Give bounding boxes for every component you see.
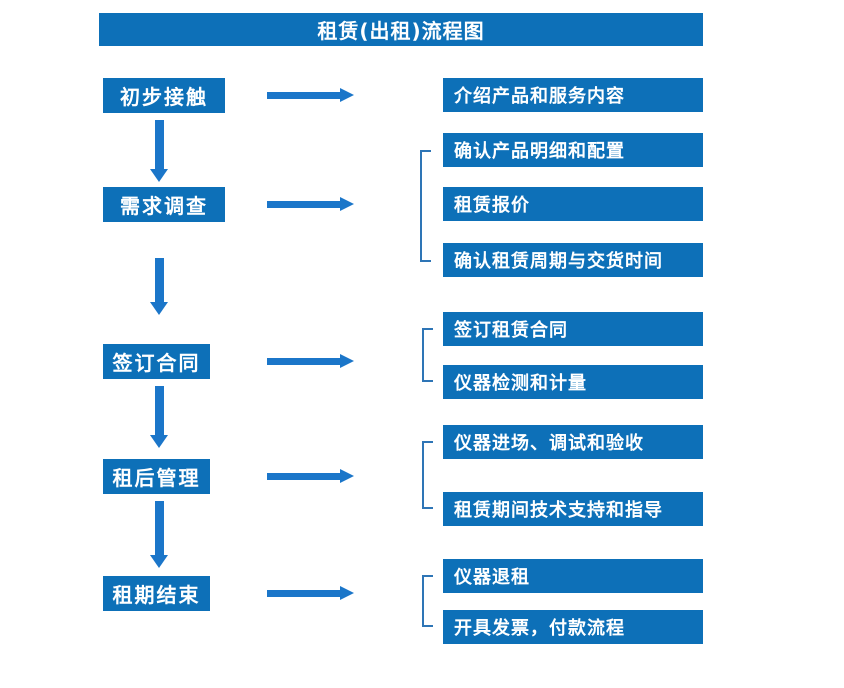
output-box: 确认租赁周期与交货时间 <box>443 243 703 277</box>
stage-box-post-rental: 租后管理 <box>103 459 210 494</box>
stage-box-rental-end: 租期结束 <box>103 576 210 611</box>
output-box: 租赁期间技术支持和指导 <box>443 492 703 526</box>
stage-box-demand-survey: 需求调查 <box>103 187 225 222</box>
down-arrow-icon <box>150 258 168 315</box>
right-arrow-icon <box>267 586 354 600</box>
down-arrow-icon <box>150 386 168 448</box>
down-arrow-icon <box>150 501 168 568</box>
output-box: 租赁报价 <box>443 187 703 221</box>
flowchart-title: 租赁(出租)流程图 <box>99 13 703 46</box>
right-arrow-icon <box>267 354 354 368</box>
right-arrow-icon <box>267 197 354 211</box>
group-bracket <box>420 150 431 262</box>
output-box: 开具发票，付款流程 <box>443 610 703 644</box>
output-box: 介绍产品和服务内容 <box>443 78 703 112</box>
output-box: 确认产品明细和配置 <box>443 133 703 167</box>
right-arrow-icon <box>267 88 354 102</box>
right-arrow-icon <box>267 469 354 483</box>
group-bracket <box>422 575 433 627</box>
output-box: 仪器检测和计量 <box>443 365 703 399</box>
output-box: 签订租赁合同 <box>443 312 703 346</box>
down-arrow-icon <box>150 120 168 182</box>
output-box: 仪器退租 <box>443 559 703 593</box>
output-box: 仪器进场、调试和验收 <box>443 425 703 459</box>
group-bracket <box>422 441 433 509</box>
stage-box-sign-contract: 签订合同 <box>103 344 210 379</box>
stage-box-initial-contact: 初步接触 <box>103 78 225 113</box>
group-bracket <box>422 328 433 382</box>
